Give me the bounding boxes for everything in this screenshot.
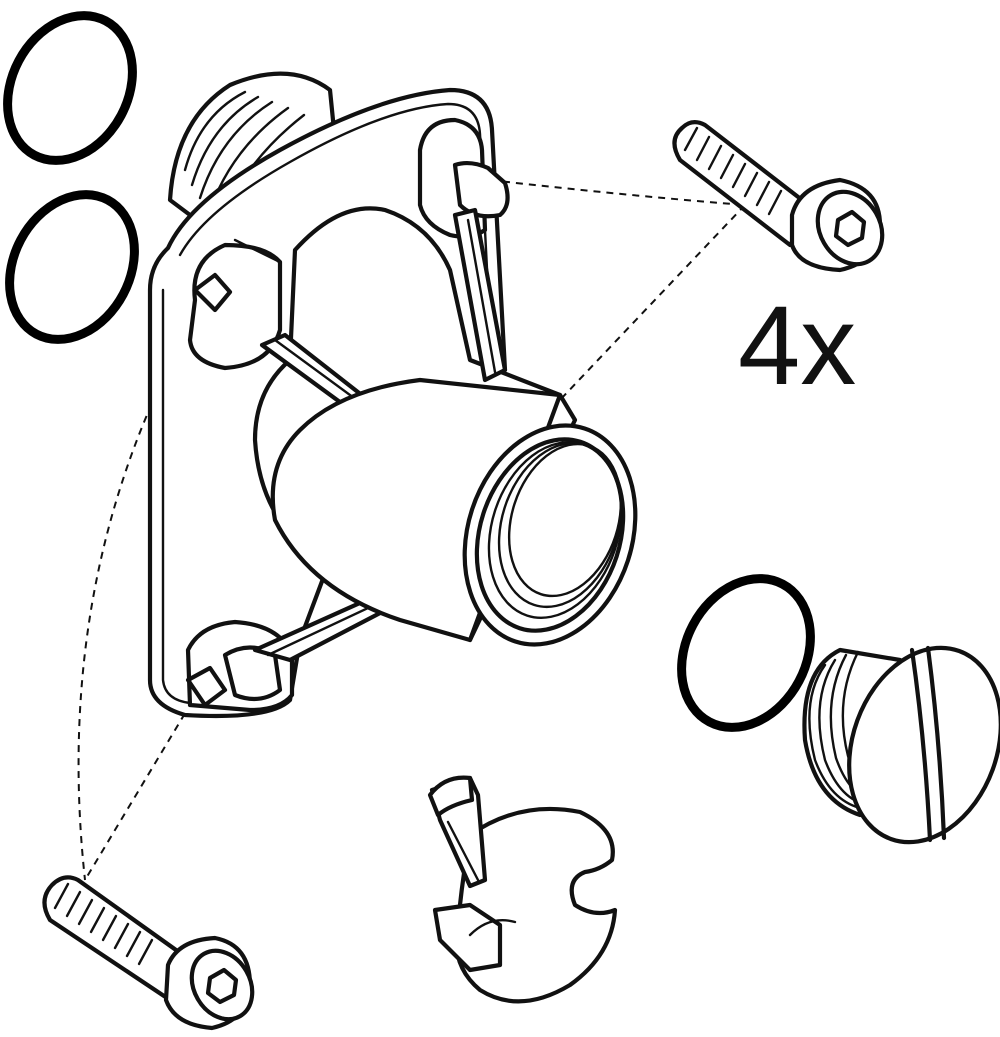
mounting-flange-housing — [147, 71, 638, 719]
guide-line-top-right — [489, 179, 746, 206]
threaded-plug — [802, 645, 1000, 845]
o-ring-right — [677, 574, 815, 732]
socket-head-cap-screw-bottom-left — [42, 875, 255, 1031]
retaining-clip — [427, 775, 618, 1004]
o-ring-second-left — [5, 190, 139, 344]
quantity-label: 4x — [738, 283, 856, 408]
o-ring-top-left — [3, 11, 137, 165]
guide-line-right-diagonal — [559, 204, 746, 401]
socket-head-cap-screw-top-right — [672, 120, 885, 273]
